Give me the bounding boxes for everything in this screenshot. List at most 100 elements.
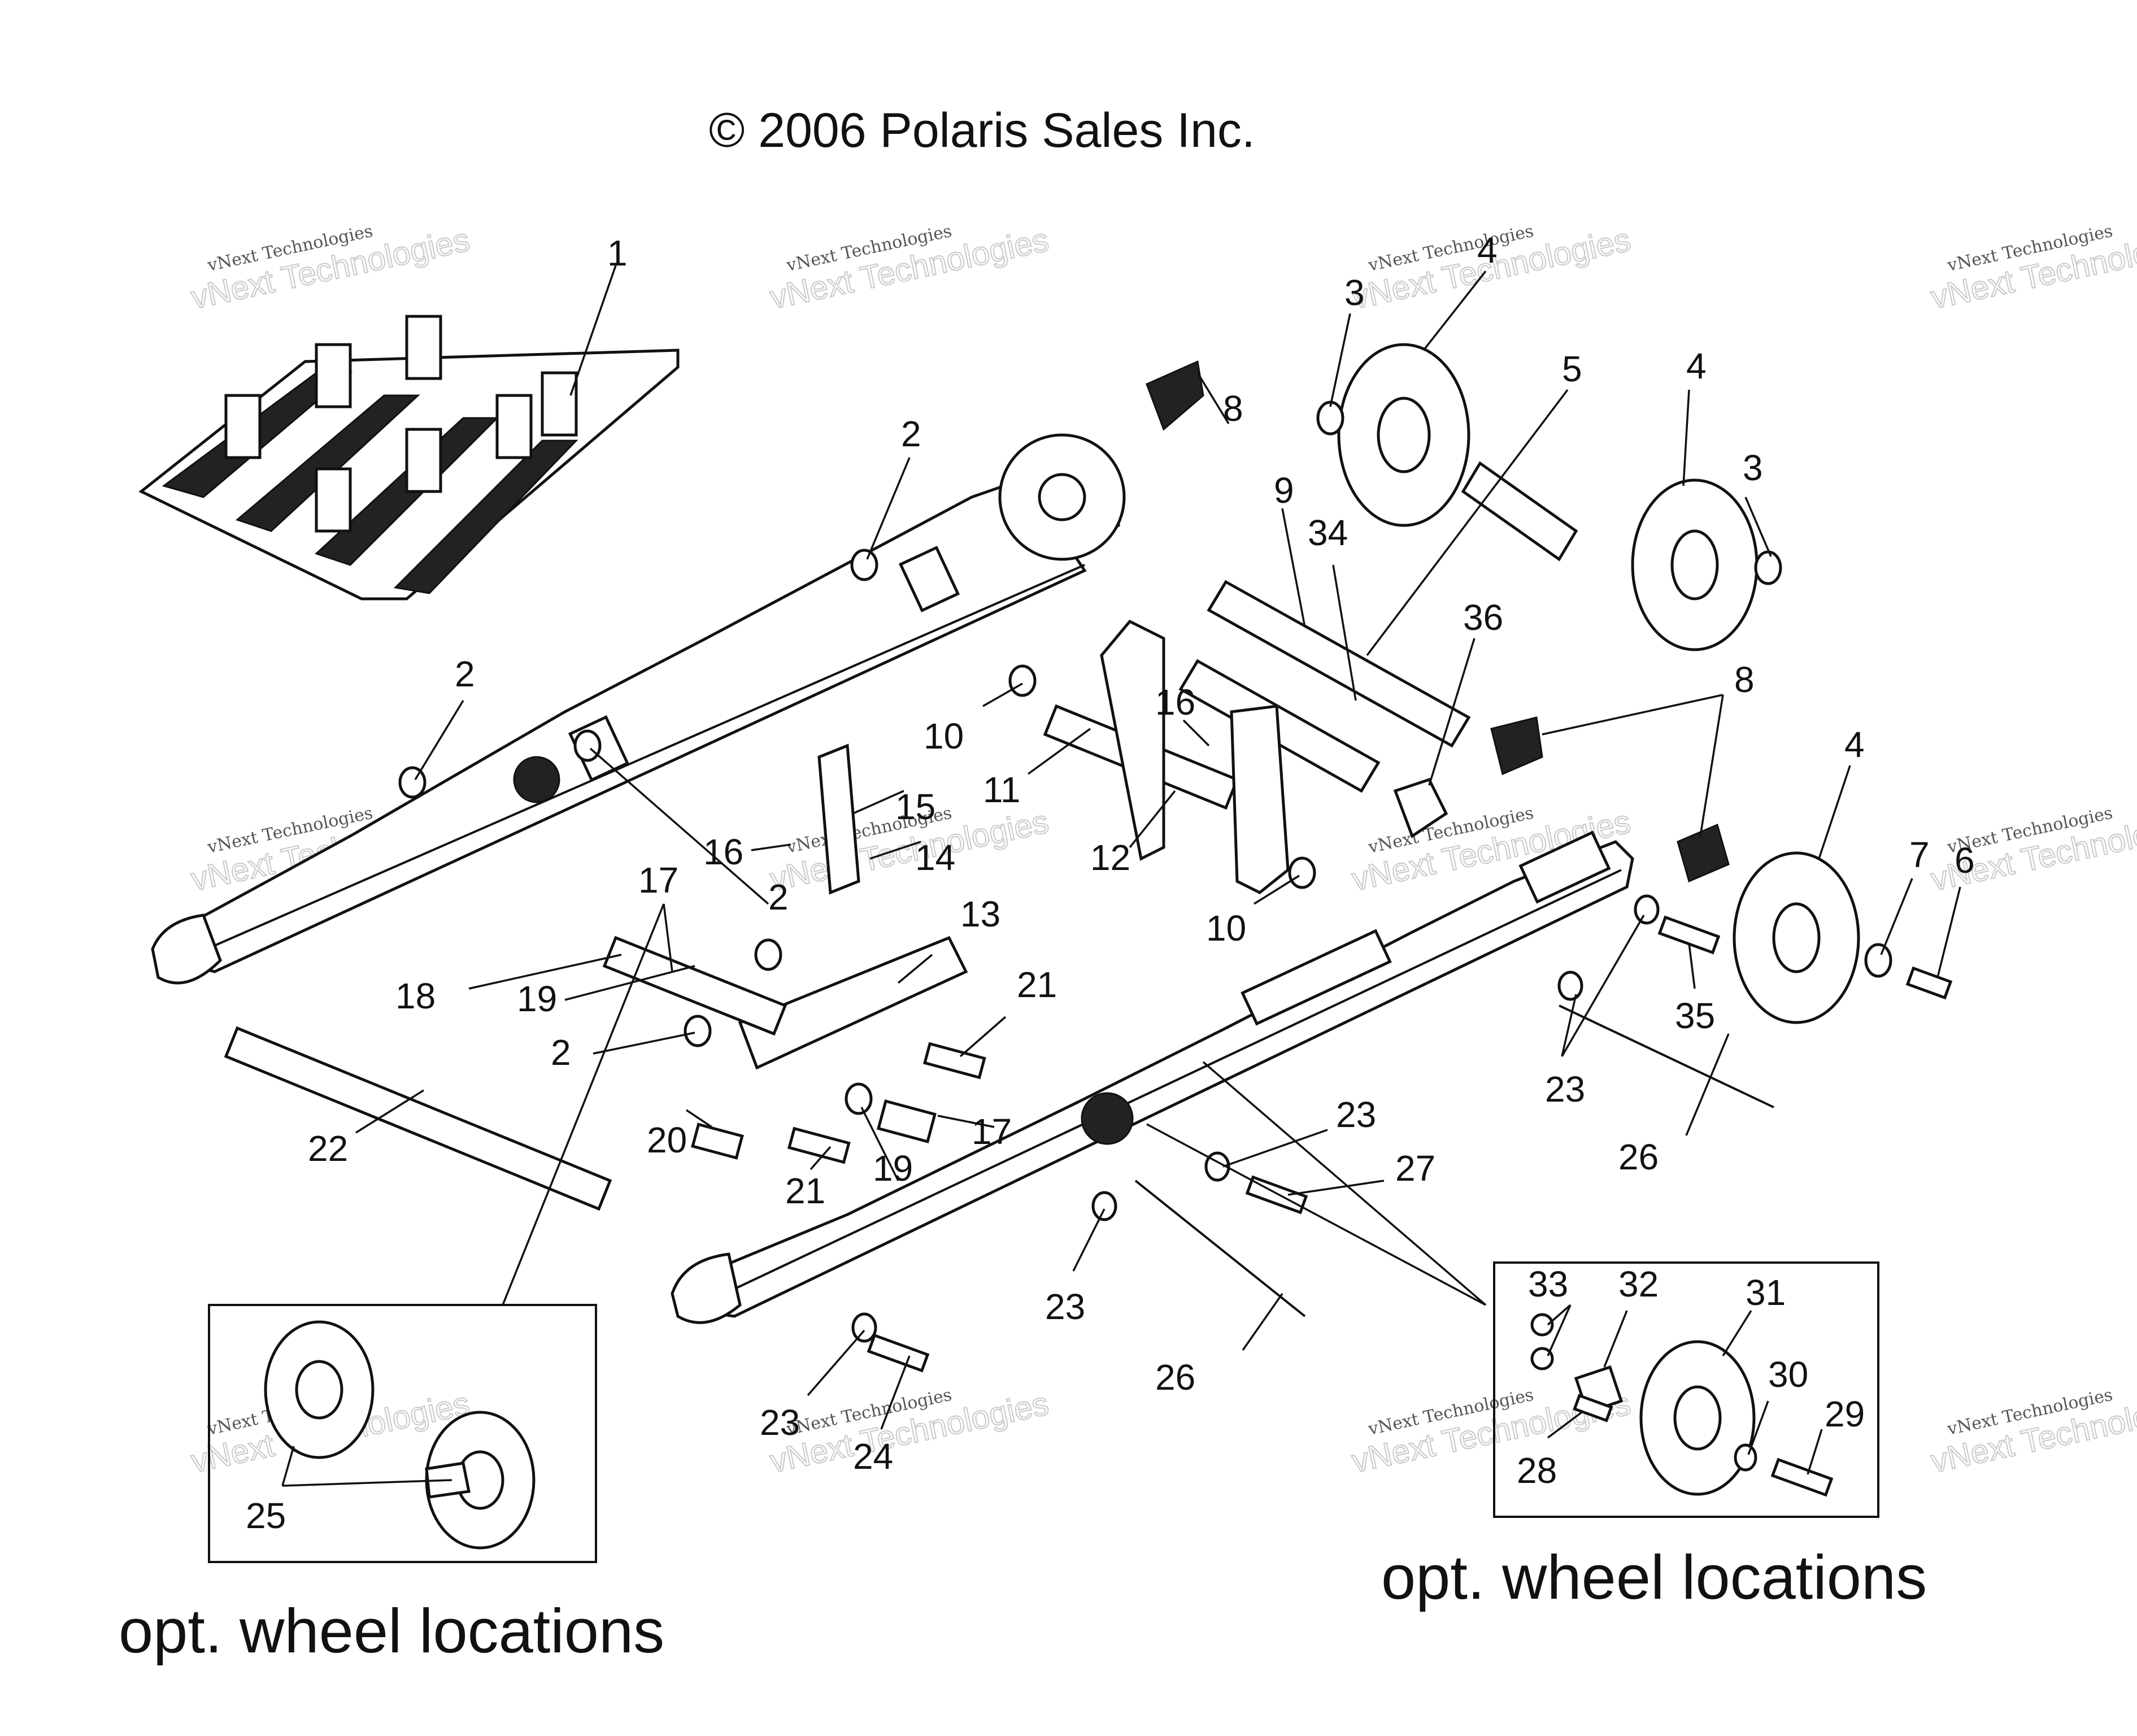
callout-13: 13 (960, 894, 1000, 934)
leader-line (1547, 1411, 1583, 1439)
right-rail-bracket (1518, 830, 1611, 904)
washer (1634, 894, 1660, 925)
leader-line (1807, 1429, 1823, 1475)
callout-17: 17 (638, 860, 678, 900)
leader-line (1222, 1129, 1328, 1168)
bolt (867, 1333, 930, 1373)
leader-line (869, 841, 921, 860)
front-arm-plate (738, 936, 968, 1070)
idler-axle (1461, 461, 1578, 562)
callout-16: 16 (703, 832, 743, 872)
callout-26: 26 (1618, 1137, 1659, 1177)
leader-line (1287, 1180, 1385, 1196)
bushing (691, 1122, 744, 1160)
washer (1864, 943, 1892, 978)
shaft (1207, 580, 1471, 748)
callout-2: 2 (551, 1032, 571, 1073)
nut (1530, 1347, 1554, 1370)
optional-wheel-label-left: opt. wheel locations (119, 1596, 664, 1666)
right-rail-slide (700, 869, 1622, 1306)
callout-28: 28 (1517, 1450, 1557, 1491)
left-rail-bumper (513, 756, 560, 803)
spacer-ring (1754, 550, 1782, 585)
leader-line (1561, 994, 1577, 1057)
watermark: vNext Technologies vNext Technologies (188, 221, 473, 317)
callout-11: 11 (983, 769, 1020, 810)
callout-2: 2 (901, 414, 921, 454)
left-rail-slide (180, 564, 1085, 961)
nut (398, 766, 426, 799)
idler-wheel-hub (1772, 902, 1821, 973)
washer (845, 1082, 873, 1115)
leader-line (1880, 878, 1913, 955)
leader-line (1196, 372, 1230, 424)
track-clip (541, 371, 578, 437)
leader-line (1242, 1293, 1283, 1351)
shaft (1178, 659, 1381, 793)
leader-line (414, 700, 464, 780)
track-clip (495, 394, 533, 459)
leader-line (1936, 886, 1961, 978)
callouts: 1 2 2 2 2 3 3 4 4 4 5 6 7 8 8 9 10 10 11… (246, 230, 1975, 1536)
callout-23: 23 (1545, 1069, 1585, 1110)
leader-line (468, 954, 622, 990)
rear-arm (1100, 360, 1730, 894)
leader-line (1747, 1400, 1769, 1455)
callout-34: 34 (1308, 512, 1348, 553)
spacer-block (1393, 777, 1448, 838)
nut (1530, 1313, 1554, 1337)
front-shaft (602, 936, 787, 1036)
bolt-long (1559, 1004, 1774, 1108)
leader-line (282, 1479, 452, 1487)
nut (754, 938, 782, 971)
nut (850, 549, 878, 581)
leader-line (937, 1115, 995, 1128)
callout-20: 20 (647, 1120, 687, 1160)
bolt (1573, 1394, 1613, 1422)
nut (684, 1015, 712, 1047)
leader-line (1428, 638, 1476, 786)
leader-line (663, 903, 673, 972)
callout-30: 30 (1768, 1354, 1808, 1395)
washer (1734, 1443, 1757, 1472)
leader-line (807, 1329, 865, 1396)
pivot-block (1146, 360, 1204, 431)
watermark: vNext Technologies vNext Technologies (767, 1385, 1052, 1481)
leader-line (569, 265, 617, 396)
leader-line (1202, 1061, 1487, 1306)
leader-line (1547, 1304, 1572, 1326)
leader-line (1182, 719, 1210, 747)
callout-24: 24 (853, 1436, 893, 1477)
callout-4: 4 (1477, 230, 1498, 271)
washer (1557, 971, 1583, 1001)
bolt (1657, 915, 1721, 955)
track-section (138, 315, 680, 601)
callout-23: 23 (760, 1402, 800, 1443)
shaft (224, 1026, 612, 1211)
leader-line (1818, 765, 1851, 859)
leader-line (1603, 1310, 1628, 1368)
callout-3: 3 (1743, 447, 1763, 488)
leader-line (1561, 915, 1645, 1057)
bushing (877, 1099, 937, 1143)
callout-3: 3 (1344, 272, 1365, 313)
leader-line (809, 1146, 832, 1171)
rail-hardware (851, 894, 1721, 1373)
right-optional-wheel-box (1493, 1261, 1879, 1518)
pivot-block (1677, 823, 1730, 883)
leader-line (593, 1032, 695, 1055)
leader-line (1129, 790, 1176, 849)
rear-arm-plate (1100, 619, 1165, 861)
callout-4: 4 (1686, 346, 1707, 386)
watermark: vNext Technologies vNext Technologies (1927, 1385, 2137, 1481)
link-arm (817, 743, 860, 895)
callout-6: 6 (1955, 840, 1975, 881)
leader-line (1547, 1304, 1572, 1356)
spacer-ring (1316, 401, 1344, 436)
callout-23: 23 (1045, 1286, 1085, 1327)
left-inset-frame (208, 1304, 597, 1563)
callout-21: 21 (1017, 964, 1057, 1005)
bolt (1770, 1457, 1834, 1497)
